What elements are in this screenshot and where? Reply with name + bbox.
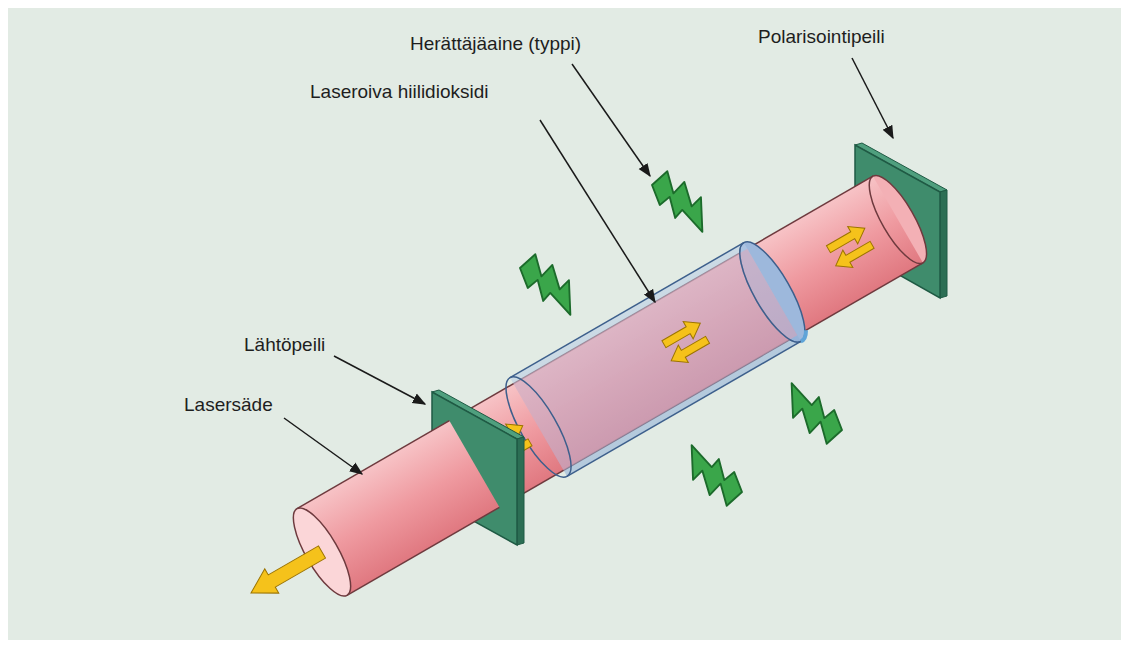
- excitation-bolts: [515, 163, 846, 514]
- background-panel: [8, 8, 1121, 640]
- leader-lines: [284, 58, 893, 474]
- part-label: Lasersäde: [184, 394, 273, 416]
- part-label: Polarisointipeili: [758, 26, 885, 48]
- part-label: Laseroiva hiilidioksidi: [310, 81, 488, 103]
- part-label: Herättäjäaine (typpi): [410, 33, 581, 55]
- laser-beam: [226, 421, 499, 637]
- co2-section: [494, 234, 816, 486]
- part-label: Lähtöpeili: [244, 334, 325, 356]
